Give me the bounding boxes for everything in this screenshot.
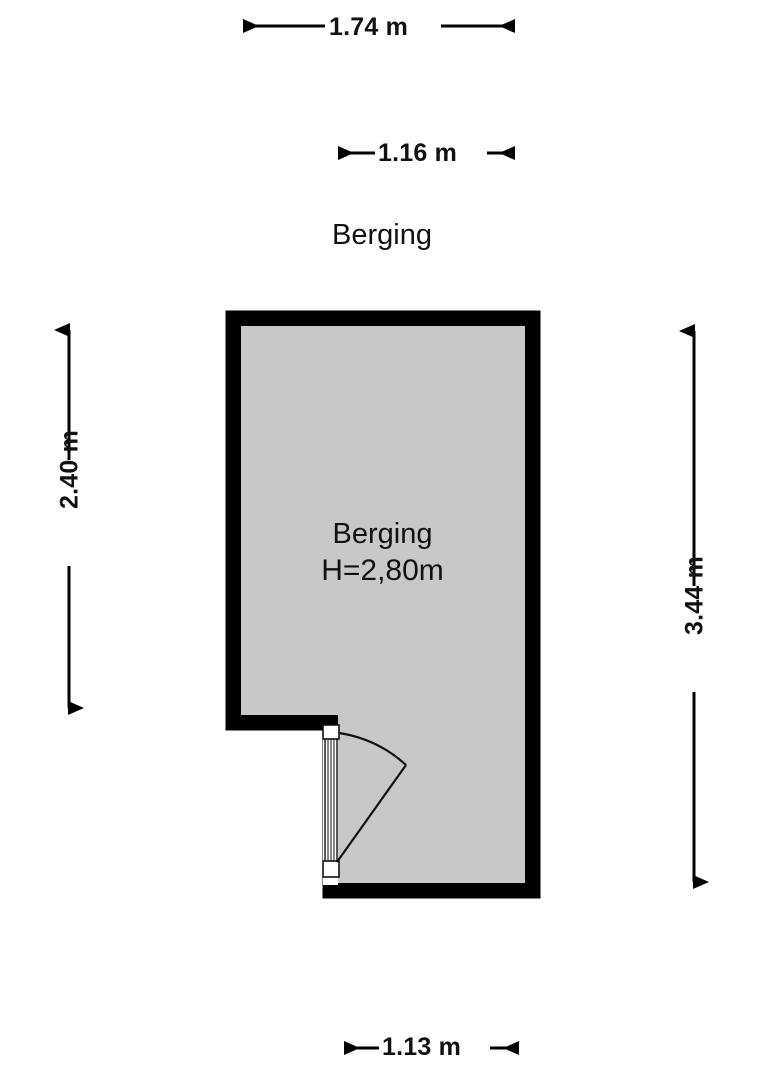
dimension-label-right: 3.44 m — [680, 555, 709, 636]
door-swing-arc — [338, 731, 407, 766]
page-title: Berging — [332, 219, 432, 251]
room-shape — [225, 310, 541, 899]
door-swing-arc — [336, 764, 407, 863]
dimension-label-bottom: 1.13 m — [382, 1033, 462, 1061]
room-height-label: H=2,80m — [321, 554, 444, 587]
door-assembly — [322, 724, 407, 885]
room-label: Berging H=2,80m — [230, 516, 535, 589]
dimension-label-top-inner: 1.16 m — [378, 139, 458, 167]
door-jamb-top — [322, 724, 340, 740]
room-name-label: Berging — [332, 518, 433, 550]
floor-fill — [241, 326, 525, 883]
dimension-label-left: 2.40 m — [55, 429, 84, 510]
door-jamb-bottom — [322, 860, 340, 878]
dimension-label-top-outer: 1.74 m — [329, 13, 409, 41]
